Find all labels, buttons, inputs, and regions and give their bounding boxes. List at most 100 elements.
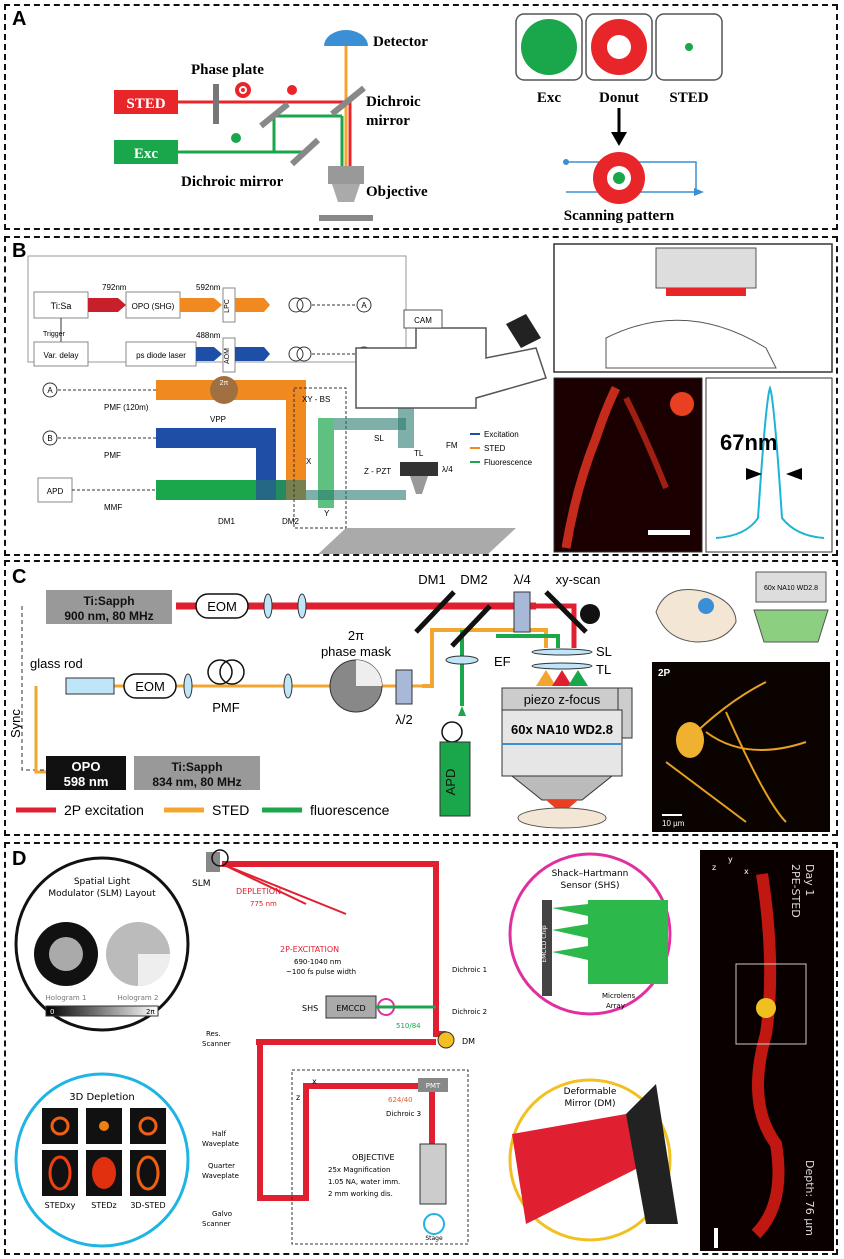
diagram-label: Dichroic 1: [452, 966, 487, 974]
diagram-label: APD: [443, 769, 458, 796]
panel-b: B Ti:Sa 792nm OPO (SHG) 592nm LPC A Trig…: [4, 236, 838, 556]
tisapph-900-laser: [46, 590, 172, 624]
diagram-label: Half: [212, 1130, 226, 1138]
panel-c: C Ti:Sapph 900 nm, 80 MHz EOM glass rod …: [4, 560, 838, 836]
detector-icon: [324, 30, 368, 46]
diagram-label: EMCCD: [336, 1004, 365, 1013]
diagram-label: Detector: [373, 34, 428, 50]
diagram-label: 60x NA10 WD2.8: [764, 585, 818, 592]
diagram-label: Scanner: [202, 1220, 231, 1228]
diagram-label: z: [712, 863, 716, 872]
opo-laser: [46, 756, 126, 790]
diagram-label: glass rod: [30, 656, 83, 671]
panel-b-diagram: Ti:Sa 792nm OPO (SHG) 592nm LPC A Trigge…: [27, 243, 833, 554]
diagram-label: EOM: [135, 679, 165, 694]
diagram-label: DEPLETION: [236, 887, 281, 896]
diagram-label: 792nm: [102, 283, 127, 292]
diagram-label: DM2: [460, 572, 487, 587]
diagram-label: MMF: [104, 503, 122, 512]
diagram-label: Depth: 76 µm: [803, 1160, 816, 1236]
diagram-label: TL: [596, 662, 611, 677]
diagram-label: OPO (SHG): [132, 302, 175, 311]
diagram-label: Modulator (SLM) Layout: [48, 889, 156, 899]
diagram-label: 900 nm, 80 MHz: [64, 609, 153, 623]
diagram-label: fluorescence: [310, 802, 390, 818]
diagram-label: phase mask: [321, 644, 392, 659]
diagram-label: DM2: [282, 517, 299, 526]
diagram-label: 0: [50, 1008, 54, 1016]
diagram-label: 1.05 NA, water imm.: [328, 1178, 400, 1186]
diagram-label: 2P-EXCITATION: [280, 945, 339, 954]
diagram-label: 2π: [220, 380, 229, 387]
diagram-label: SHS: [302, 1004, 318, 1013]
diagram-label: 510/84: [396, 1022, 421, 1030]
diagram-label: Fluorescence: [484, 458, 533, 467]
diagram-label: 2π: [348, 628, 364, 643]
diagram-label: Excitation: [484, 430, 519, 439]
diagram-label: OBJECTIVE: [352, 1153, 395, 1162]
diagram-label: xy-scan: [556, 572, 601, 587]
objective-icon: [328, 166, 364, 184]
diagram-label: λ/4: [513, 572, 530, 587]
diagram-label: Ti:Sapph: [83, 594, 134, 608]
diagram-label: Scanner: [202, 1040, 231, 1048]
diagram-label: y: [728, 855, 733, 864]
diagram-label: 3D Depletion: [69, 1092, 135, 1103]
diagram-label: A: [47, 386, 53, 395]
diagram-label: Exc: [134, 146, 159, 162]
diagram-label: λ/2: [395, 712, 412, 727]
diagram-label: Objective: [366, 184, 428, 200]
diagram-label: TL: [414, 449, 424, 458]
diagram-label: 67nm: [720, 430, 777, 455]
diagram-label: STEDxy: [45, 1201, 76, 1210]
diagram-label: 592nm: [196, 283, 221, 292]
diagram-label: Scanning pattern: [564, 208, 675, 224]
diagram-label: DM1: [418, 572, 445, 587]
diagram-label: B: [47, 434, 52, 443]
diagram-label: 2PE-STED: [789, 864, 802, 918]
diagram-label: λ/4: [442, 465, 453, 474]
diagram-label: VPP: [210, 415, 226, 424]
diagram-label: PMF: [212, 700, 240, 715]
diagram-label: Y: [324, 509, 330, 518]
diagram-label: STEDz: [91, 1201, 116, 1210]
diagram-label: Donut: [599, 90, 639, 106]
panel-a: A STED Exc Phase plate Detector: [4, 4, 838, 230]
diagram-label: 834 nm, 80 MHz: [152, 775, 241, 789]
diagram-label: CAM: [414, 316, 432, 325]
sted-source: [114, 90, 178, 114]
diagram-label: 488nm: [196, 331, 221, 340]
diagram-label: Hologram 2: [118, 994, 159, 1002]
diagram-label: 2P: [658, 668, 671, 679]
diagram-label: Trigger: [43, 331, 66, 338]
diagram-label: Day 1: [803, 864, 816, 896]
diagram-label: PMF (120m): [104, 403, 149, 412]
diagram-label: ~100 fs pulse width: [286, 968, 356, 976]
diagram-label: Phase plate: [191, 62, 264, 78]
diagram-label: Dichroic 3: [386, 1110, 421, 1118]
diagram-label: STED: [669, 90, 708, 106]
panel-c-label: C: [12, 566, 27, 588]
diagram-label: mirror: [366, 113, 410, 129]
diagram-label: EF: [494, 654, 511, 669]
tisapph-834-laser: [134, 756, 260, 790]
diagram-label: ps diode laser: [136, 351, 186, 360]
diagram-label: Galvo: [212, 1210, 232, 1218]
panel-d: D Spatial Light Modulator (SLM) Layout H…: [4, 842, 838, 1255]
diagram-label: DM: [462, 1037, 475, 1046]
diagram-label: z: [296, 1093, 300, 1102]
diagram-label: Quarter: [208, 1162, 235, 1170]
diagram-label: FM: [446, 441, 458, 450]
diagram-label: EMCCD Chip: [541, 925, 548, 963]
exc-source: [114, 140, 178, 164]
diagram-label: 2P excitation: [64, 802, 144, 818]
diagram-label: Dichroic: [366, 94, 421, 110]
diagram-label: Deformable: [564, 1087, 617, 1097]
diagram-label: SLM: [192, 879, 211, 889]
diagram-label: Spatial Light: [74, 877, 131, 887]
diagram-label: Hologram 1: [46, 994, 87, 1002]
diagram-label: 60x NA10 WD2.8: [511, 722, 613, 737]
sted-label: STED: [126, 96, 165, 112]
diagram-label: Exc: [537, 90, 562, 106]
diagram-label: x: [744, 867, 749, 876]
